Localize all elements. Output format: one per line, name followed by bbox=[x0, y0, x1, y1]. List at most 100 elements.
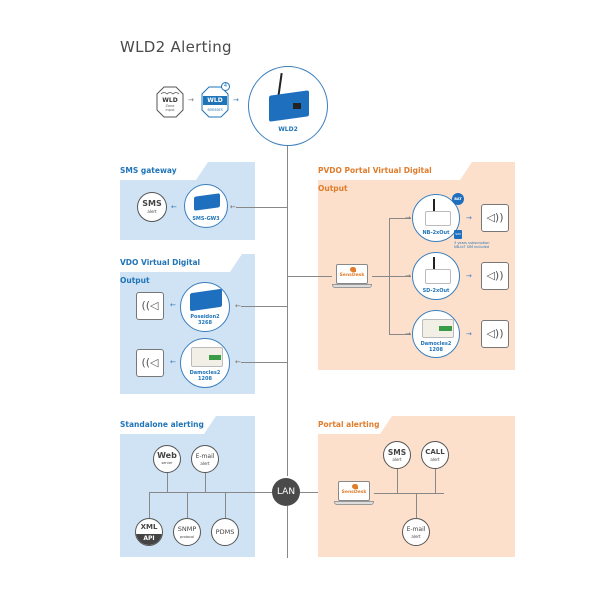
sensdesk-logo-icon bbox=[350, 267, 356, 272]
wld2-device-icon bbox=[269, 90, 309, 122]
speaker-icon: ((◁ bbox=[136, 292, 164, 320]
octagon-icon bbox=[156, 86, 184, 118]
connector-line bbox=[372, 276, 390, 277]
portal-sms-main: SMS bbox=[387, 448, 407, 457]
standalone-heading: Standalone alerting bbox=[118, 416, 216, 434]
terminal-block-icon bbox=[439, 326, 452, 331]
portal-sms-alert-icon: SMS alert bbox=[383, 441, 411, 469]
sim-card-icon: SIM bbox=[454, 230, 462, 239]
connector-line bbox=[149, 492, 150, 518]
pdms-icon: PDMS bbox=[211, 518, 239, 546]
poseidon2-label: Poseidon2 bbox=[190, 314, 220, 320]
laptop-base bbox=[334, 501, 374, 505]
connector-line bbox=[236, 207, 287, 208]
connector-line bbox=[397, 469, 398, 493]
arrow-left-icon: ← bbox=[235, 302, 241, 310]
subscription-note-line1: 3 years subscription bbox=[454, 241, 490, 245]
laptop-screen: SensDesk bbox=[336, 264, 368, 284]
sensdesk-logo-text: SensDesk bbox=[341, 490, 367, 495]
connector-line bbox=[149, 492, 275, 493]
arrow-left-icon: ← bbox=[170, 358, 176, 366]
diagram-title: WLD2 Alerting bbox=[120, 38, 232, 56]
sensdesk-logo-text: SensDesk bbox=[339, 273, 365, 278]
connector-line bbox=[374, 493, 444, 494]
sensdesk-laptop: SensDesk bbox=[332, 264, 372, 288]
branch-line bbox=[389, 276, 411, 277]
battery-badge: BAT bbox=[452, 193, 464, 205]
damocles2-portal-label: Damocles2 bbox=[420, 341, 452, 347]
sd-2xout-label: SD-2xOut bbox=[422, 288, 450, 294]
sensdesk-logo-icon bbox=[352, 484, 358, 489]
arrow-right-icon: → bbox=[405, 214, 411, 222]
damocles2-model: 1208 bbox=[198, 376, 212, 382]
damocles2-portal-model: 1208 bbox=[429, 347, 443, 353]
web-server-icon: Web server bbox=[153, 445, 181, 473]
connector-line bbox=[167, 473, 168, 492]
snmp-main: SNMP bbox=[177, 525, 197, 533]
portal-call-main: CALL bbox=[425, 448, 445, 456]
subscription-note-line2: NB-IoT SIM included bbox=[454, 245, 489, 249]
sensdesk-laptop: SensDesk bbox=[334, 481, 374, 505]
wld-sensors: WLD sensors 4 bbox=[201, 82, 230, 118]
wld-sensors-main: WLD bbox=[207, 97, 223, 104]
damocles2-portal-circle: Damocles2 1208 bbox=[412, 310, 460, 358]
speaker-icon: ◁)) bbox=[481, 262, 509, 290]
connector-line bbox=[435, 469, 436, 493]
damocles2-label: Damocles2 bbox=[189, 370, 221, 376]
branch-line bbox=[389, 218, 411, 219]
damocles2-circle: Damocles2 1208 bbox=[180, 338, 230, 388]
laptop-screen: SensDesk bbox=[338, 481, 370, 501]
sd-2xout-device-icon bbox=[425, 269, 451, 284]
antenna-icon bbox=[433, 257, 435, 271]
portal-call-sub: alert bbox=[430, 457, 440, 462]
nb-2xout-device-icon bbox=[425, 211, 451, 226]
poseidon2-circle: Poseidon2 3268 bbox=[180, 282, 230, 332]
sms-gw3-circle: SMS-GW3 bbox=[184, 184, 228, 228]
wld-zone-input: WLD Zone input bbox=[156, 86, 184, 118]
vdo-heading: VDO Virtual Digital Output bbox=[118, 254, 242, 285]
ethernet-port-icon bbox=[293, 103, 301, 109]
connector-line bbox=[187, 492, 188, 518]
sms-gateway-heading: SMS gateway bbox=[118, 162, 208, 180]
lan-label: LAN bbox=[276, 487, 296, 497]
antenna-icon bbox=[433, 199, 435, 213]
poseidon2-device-icon bbox=[190, 288, 222, 312]
terminal-block-icon bbox=[209, 355, 221, 360]
email-main: E-mail bbox=[195, 453, 215, 460]
lan-hub: LAN bbox=[272, 478, 300, 506]
connector-line bbox=[241, 362, 287, 363]
speaker-icon: ((◁ bbox=[136, 349, 164, 377]
arrow-right-icon: → bbox=[233, 96, 239, 104]
portal-sms-sub: alert bbox=[392, 457, 402, 462]
arrow-left-icon: ← bbox=[171, 203, 177, 211]
api-band: API bbox=[136, 534, 162, 545]
arrow-right-icon: → bbox=[466, 272, 472, 280]
arrow-left-icon: ← bbox=[235, 358, 241, 366]
email-sub: alert bbox=[200, 461, 210, 466]
sms-gw3-device-icon bbox=[194, 193, 220, 211]
connector-line bbox=[287, 276, 332, 277]
arrow-left-icon: ← bbox=[230, 203, 236, 211]
sms-gw3-label: SMS-GW3 bbox=[192, 216, 220, 222]
trunk-line bbox=[287, 146, 288, 476]
portal-heading: Portal alerting bbox=[316, 416, 392, 434]
wld-sensors-sub: sensors bbox=[207, 107, 223, 112]
wld-zone-sub2: input bbox=[165, 108, 175, 112]
email-alert-icon: E-mail alert bbox=[191, 445, 219, 473]
sms-alert-icon: SMS alert bbox=[137, 192, 167, 222]
pvdo-heading: PVDO Portal Virtual Digital Output bbox=[316, 162, 472, 193]
wld-zone-sub1: Zone bbox=[165, 104, 175, 108]
damocles2-device-icon bbox=[191, 347, 223, 367]
snmp-protocol-icon: SNMP protocol bbox=[173, 518, 201, 546]
portal-email-alert-icon: E-mail alert bbox=[402, 518, 430, 546]
wld2-label: WLD2 bbox=[278, 126, 298, 133]
portal-email-main: E-mail bbox=[406, 526, 426, 533]
xml-api-icon: XML API bbox=[135, 518, 163, 546]
nb-2xout-label: NB-2xOut bbox=[422, 230, 450, 236]
arrow-right-icon: → bbox=[405, 272, 411, 280]
arrow-right-icon: → bbox=[188, 96, 194, 104]
speaker-icon: ◁)) bbox=[481, 320, 509, 348]
web-main: Web bbox=[157, 451, 177, 460]
connector-line bbox=[205, 473, 206, 492]
wld-zone-main: WLD bbox=[162, 97, 178, 104]
